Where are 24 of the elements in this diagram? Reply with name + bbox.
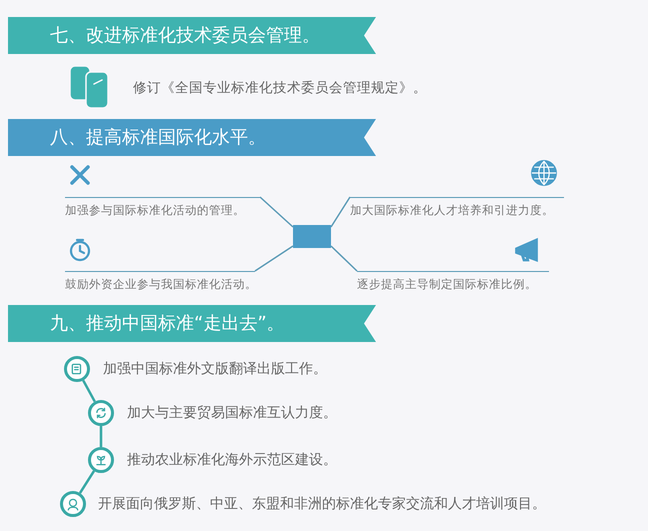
connector-line: [78, 470, 96, 494]
connector-line: [100, 426, 102, 447]
item-text: 加大国际标准化人才培养和引进力度。: [350, 197, 564, 218]
icon-circle: [64, 356, 90, 382]
icon-circle: [60, 491, 86, 517]
item-text: 鼓励外资企业参与我国标准化活动。: [65, 271, 255, 292]
connector-line: [82, 380, 96, 402]
connector-line: [254, 245, 294, 272]
icon-circle: [88, 400, 114, 426]
section-banner: 九、推动中国标准“走出去”。: [8, 305, 376, 342]
icon-circle: [88, 447, 114, 473]
item-text: 加强参与国际标准化活动的管理。: [65, 197, 260, 218]
connector-line: [330, 245, 358, 272]
item-text: 加大与主要贸易国标准互认力度。: [127, 404, 337, 422]
hub-box: [293, 225, 331, 248]
connector-line: [330, 196, 351, 228]
item-text: 加强中国标准外文版翻译出版工作。: [103, 360, 327, 378]
note-text: 修订《全国专业标准化技术委员会管理规定》。: [133, 79, 427, 97]
item-text: 推动农业标准化海外示范区建设。: [127, 451, 337, 469]
item-text: 逐步提高主导制定国际标准比例。: [357, 271, 549, 292]
connector-line: [260, 196, 294, 228]
section-banner: 八、提高标准国际化水平。: [8, 119, 376, 156]
item-text: 开展面向俄罗斯、中亚、东盟和非洲的标准化专家交流和人才培训项目。: [98, 495, 546, 513]
section-banner: 七、改进标准化技术委员会管理。: [8, 17, 376, 54]
